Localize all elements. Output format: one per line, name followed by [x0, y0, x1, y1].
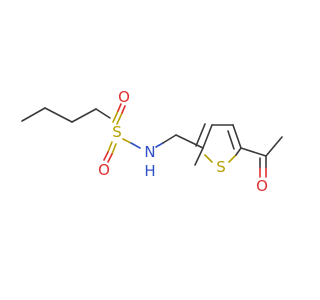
bond-n-c-b: [162, 134, 177, 144]
bond-s-o-top-a2: [121, 105, 126, 114]
bond-s-o-top-b2: [117, 103, 122, 112]
bond-ring-c4-c5: [232, 124, 242, 149]
bond-ring-c5-s-a: [228, 154, 237, 163]
bond-ring-acyl: [240, 147, 267, 157]
atom-ketone-o: O: [256, 177, 268, 195]
bond-acyl-methyl: [265, 136, 283, 157]
bond-n-c-a: [155, 142, 164, 148]
bond-s-n-a: [122, 138, 132, 144]
bond-ring-c4-c5-double: [227, 130, 235, 150]
bond-butyl-c2-c3: [44, 107, 73, 123]
bond-ring-c2-c3: [202, 124, 213, 149]
atom-sulfonyl-o-top: O: [118, 88, 130, 106]
bond-ring-c2-s-a: [194, 147, 204, 166]
atom-amine-n: N: [144, 143, 155, 161]
bond-ring-c5-s-b: [235, 147, 242, 156]
molecule-structure: S O O N H S O: [21, 88, 283, 195]
bond-butyl-c4-s: [95, 108, 111, 119]
bond-s-o-top-a: [116, 112, 123, 125]
bond-s-o-bottom-b: [111, 143, 117, 155]
bond-ring-c2-s-c: [204, 154, 213, 163]
atom-sulfonyl-o-bottom: O: [98, 161, 110, 179]
bond-butyl-c3-c4: [71, 108, 97, 123]
atom-amine-h: H: [144, 162, 155, 180]
bond-ethyl: [175, 134, 204, 149]
bond-s-o-bottom-a2: [103, 151, 109, 161]
atom-sulfonyl-s: S: [112, 123, 122, 141]
bond-s-o-top-b: [112, 110, 119, 123]
bond-s-o-bottom-a: [107, 141, 113, 153]
bond-butyl-c1-c2: [21, 107, 46, 122]
bond-s-o-bottom-b2: [107, 153, 113, 163]
bond-ring-c2-c3-double: [195, 123, 206, 147]
atom-thiophene-s: S: [216, 158, 226, 176]
bond-s-n-b: [130, 142, 141, 149]
